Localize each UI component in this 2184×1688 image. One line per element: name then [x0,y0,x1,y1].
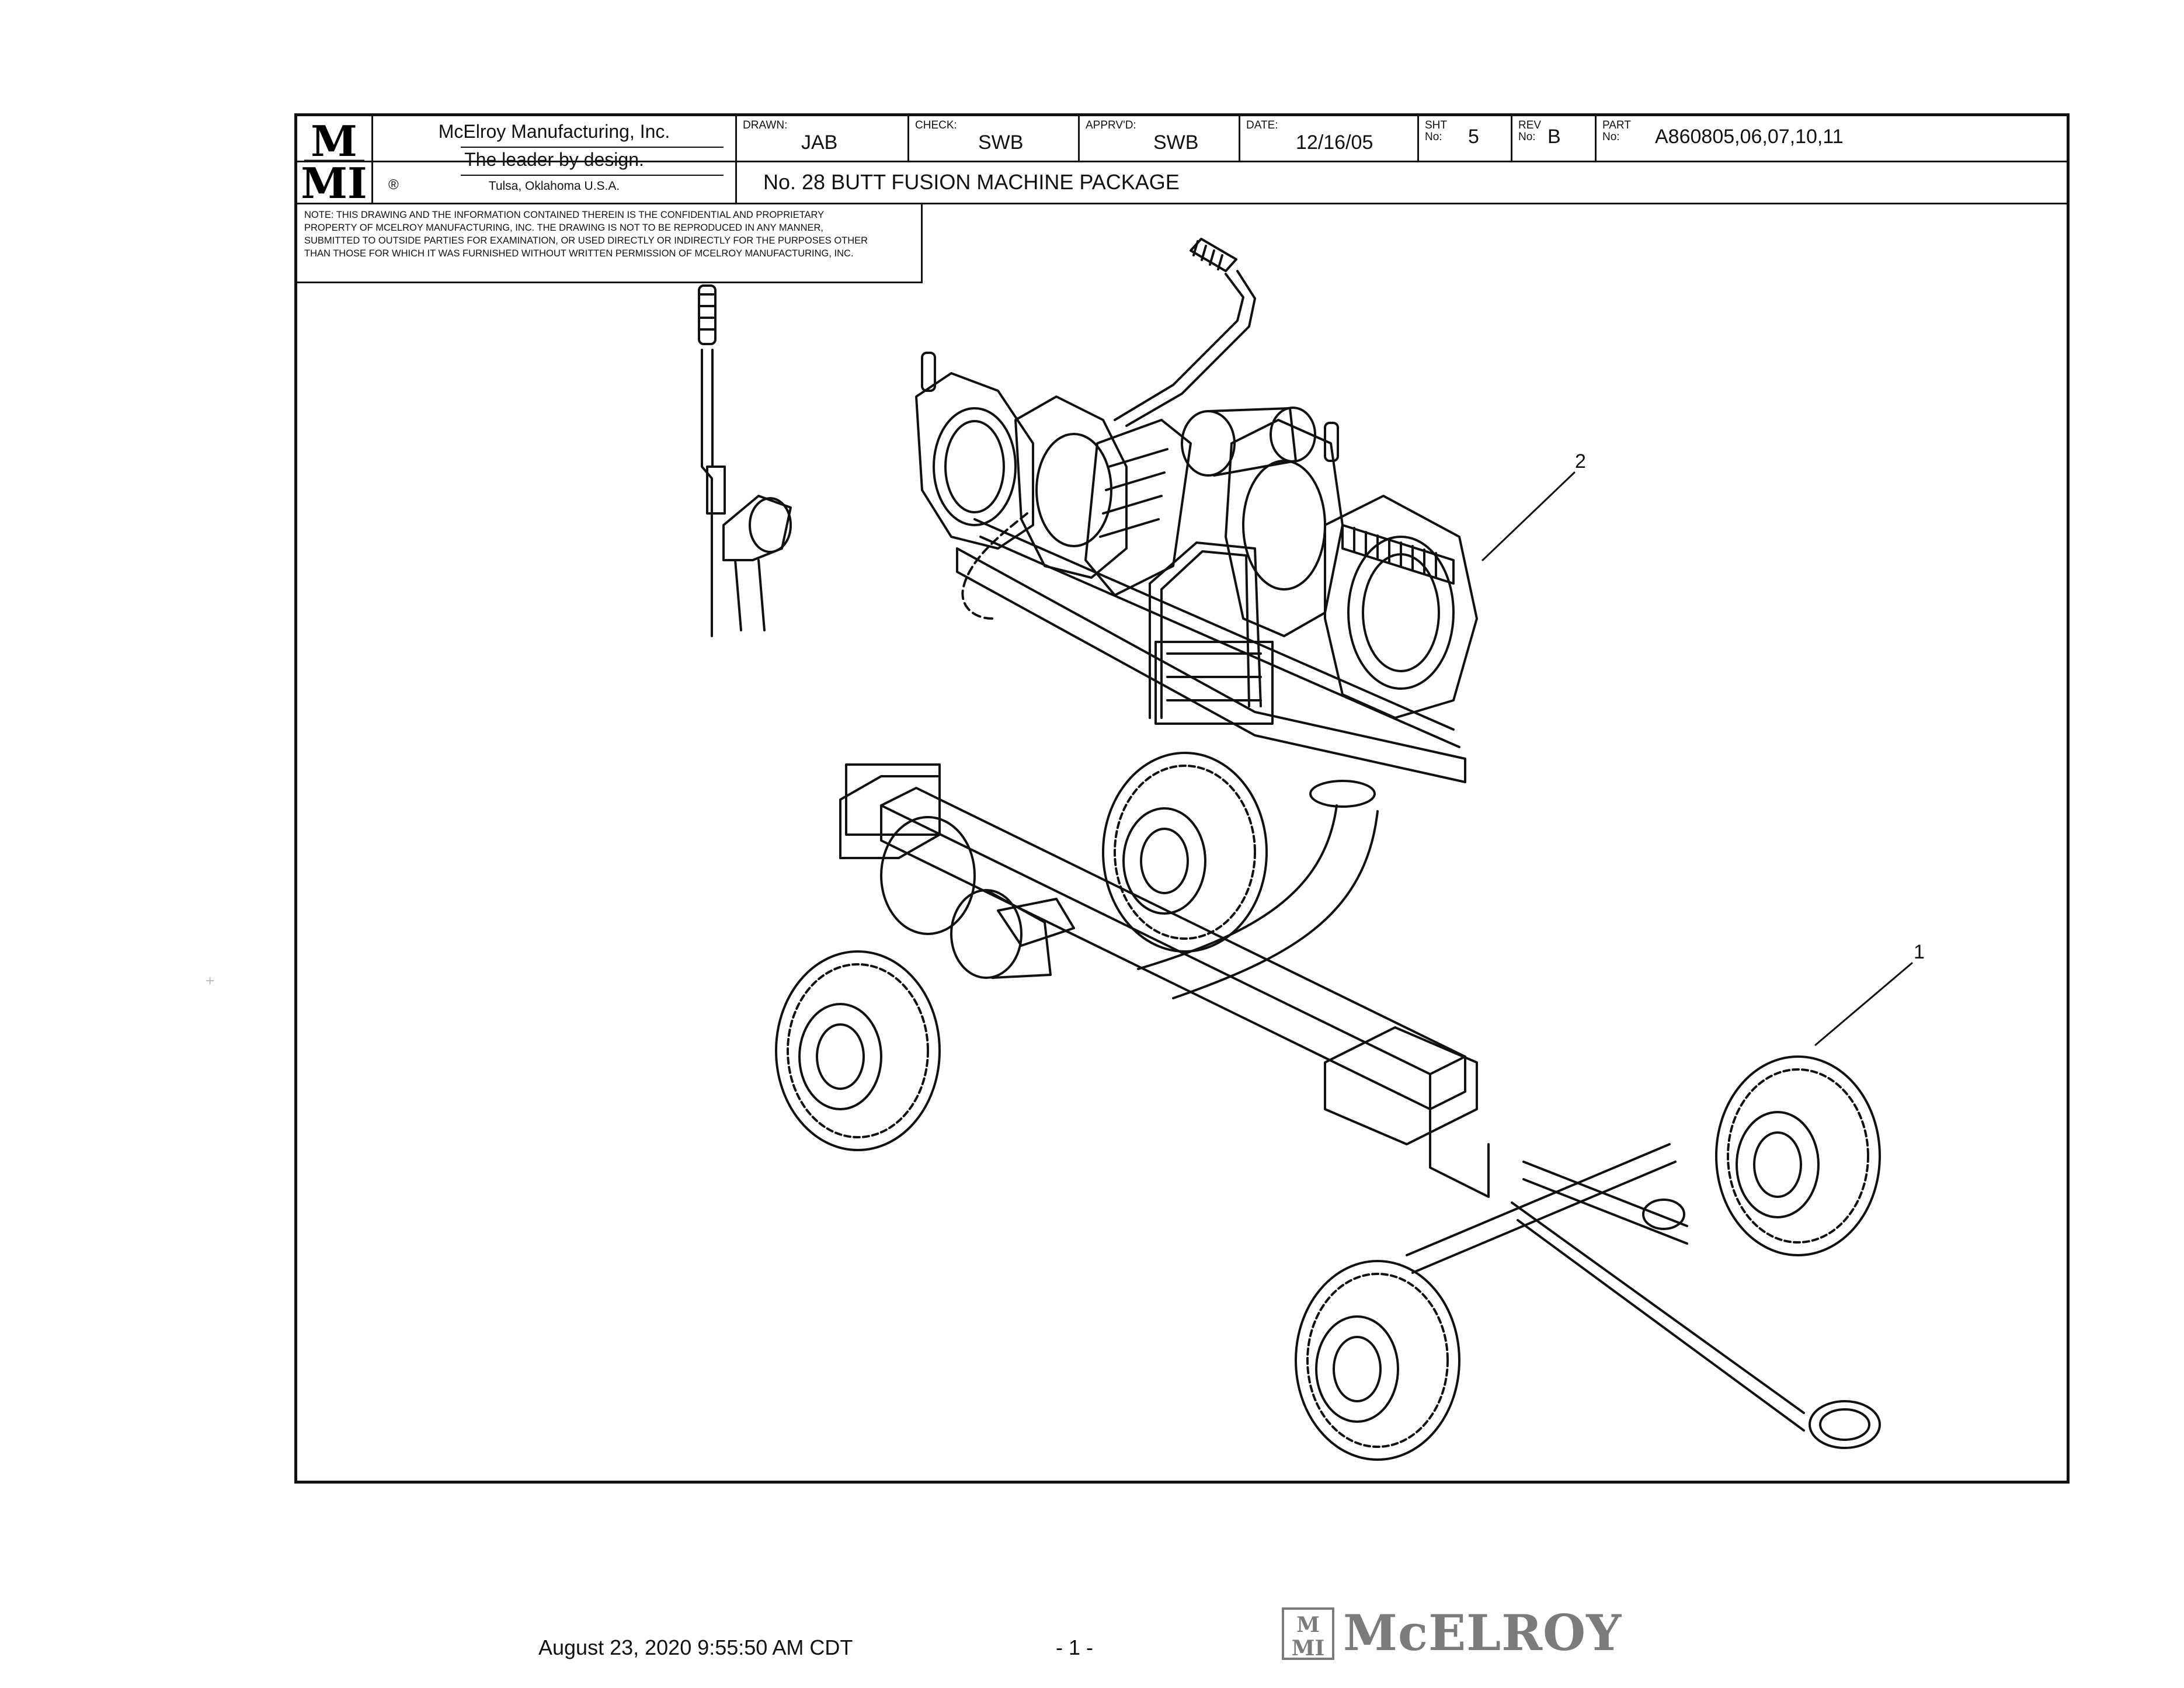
sheet-value: 5 [1468,126,1479,148]
date-value: 12/16/05 [1296,131,1373,154]
middle-wheel [1102,752,1268,953]
svg-text:M: M [1296,1613,1320,1637]
cart-chassis [839,763,1881,1449]
svg-text:MI: MI [301,158,367,203]
drawn-cell: DRAWN: JAB [735,116,907,161]
machine-isometric-drawing [698,238,1913,1461]
front-left-wheel [775,950,941,1151]
approved-cell: APPRV'D: SWB [1078,116,1239,161]
check-label: CHECK: [915,119,957,131]
check-cell: CHECK: SWB [907,116,1078,161]
date-cell: DATE: 12/16/05 [1239,116,1417,161]
footer-page-number: - 1 - [1056,1635,1094,1659]
mcelroy-brand-logo: McELROY [1343,1604,1622,1662]
date-label: DATE: [1246,119,1278,131]
manufacturer-block: McElroy Manufacturing, Inc. The leader b… [371,116,735,203]
mcelroy-mmi-icon: M MI [1282,1607,1334,1663]
callout-1-leader [1814,962,1913,1046]
company-slogan: The leader by design. [464,149,644,170]
company-location: Tulsa, Oklahoma U.S.A. [488,179,620,193]
callout-2: 2 [1575,450,1586,473]
drawn-value: JAB [801,131,838,154]
registered-mark: ® [388,177,399,193]
tow-ring [1809,1400,1881,1449]
registration-mark: + [206,972,215,989]
power-unit-mast [698,284,792,637]
rear-left-wheel [1295,1260,1460,1461]
callout-2-leader [1481,471,1576,561]
footer-timestamp: August 23, 2020 9:55:50 AM CDT [538,1635,853,1659]
mmi-logo: M MI [297,116,371,208]
part-number-value: A860805,06,07,10,11 [1655,126,1844,148]
drawn-label: DRAWN: [743,119,788,131]
confidentiality-note: NOTE: THIS DRAWING AND THE INFORMATION C… [297,203,923,283]
drawing-title-row: No. 28 BUTT FUSION MACHINE PACKAGE [735,161,2067,204]
top-handle-grip [1190,238,1237,272]
callout-1: 1 [1914,941,1925,963]
fusion-machine-carriage [915,238,1478,808]
drawing-sheet: M MI McElroy Manufacturing, Inc. The lea… [294,113,2070,1484]
revision-value: B [1547,126,1561,148]
check-value: SWB [978,131,1024,154]
drawing-title: No. 28 BUTT FUSION MACHINE PACKAGE [763,170,1180,194]
approved-value: SWB [1153,131,1199,154]
svg-text:MI: MI [1292,1636,1325,1660]
svg-text:M: M [311,116,357,166]
approved-label: APPRV'D: [1086,119,1136,131]
company-name: McElroy Manufacturing, Inc. [438,121,670,142]
rear-right-wheel [1715,1055,1881,1256]
title-block-row: M MI McElroy Manufacturing, Inc. The lea… [297,116,2067,208]
